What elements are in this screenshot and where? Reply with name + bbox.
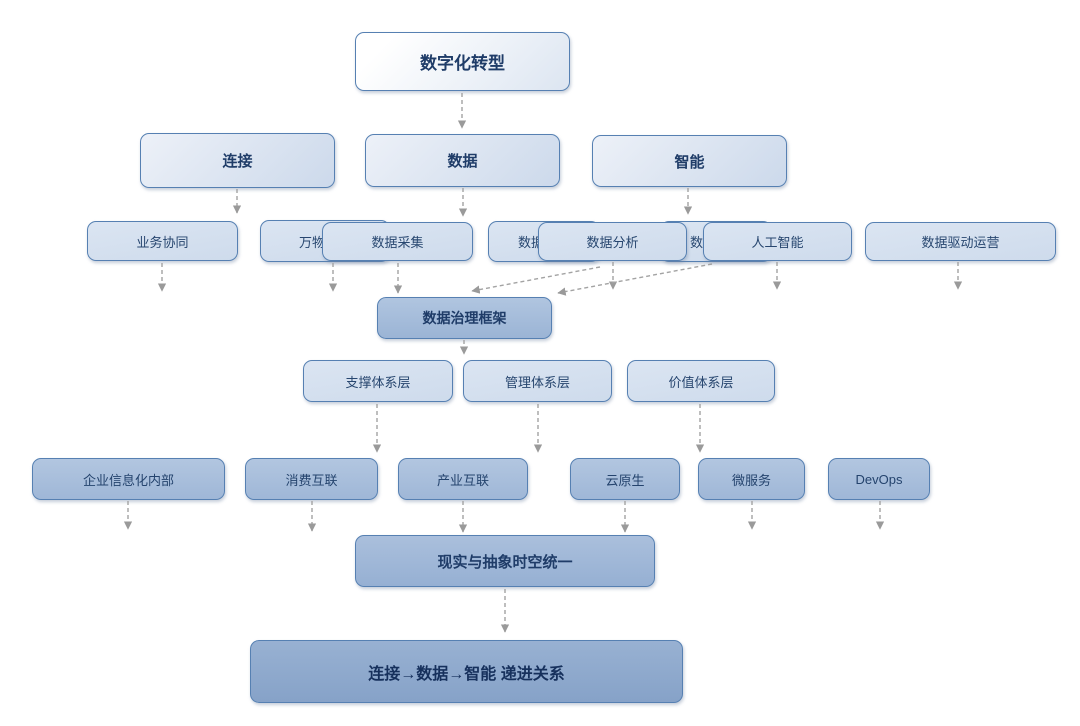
node-support-system-layer: 支撑体系层 [303, 360, 453, 402]
node-consumer-internet: 消费互联 [245, 458, 378, 500]
node-reality-abstraction-unity: 现实与抽象时空统一 [355, 535, 655, 587]
node-management-system-layer: 管理体系层 [463, 360, 612, 402]
node-digital-transformation: 数字化转型 [355, 32, 570, 91]
node-connect: 连接 [140, 133, 335, 188]
node-progressive-relationship: 连接→数据→智能 递进关系 [250, 640, 683, 703]
node-business-collaboration: 业务协同 [87, 221, 238, 261]
node-intelligence: 智能 [592, 135, 787, 187]
node-devops: DevOps [828, 458, 930, 500]
node-data-collection: 数据采集 [322, 222, 473, 261]
node-data-driven-operations: 数据驱动运营 [865, 222, 1056, 261]
node-industrial-internet: 产业互联 [398, 458, 528, 500]
node-data: 数据 [365, 134, 560, 187]
node-cloud-native: 云原生 [570, 458, 680, 500]
node-enterprise-informatization: 企业信息化内部 [32, 458, 225, 500]
node-data-governance-framework: 数据治理框架 [377, 297, 552, 339]
connector-arrow [557, 263, 713, 296]
node-artificial-intelligence: 人工智能 [703, 222, 852, 261]
connector-arrow [471, 266, 601, 294]
node-value-system-layer: 价值体系层 [627, 360, 775, 402]
node-microservices: 微服务 [698, 458, 805, 500]
node-data-analysis: 数据分析 [538, 222, 687, 261]
